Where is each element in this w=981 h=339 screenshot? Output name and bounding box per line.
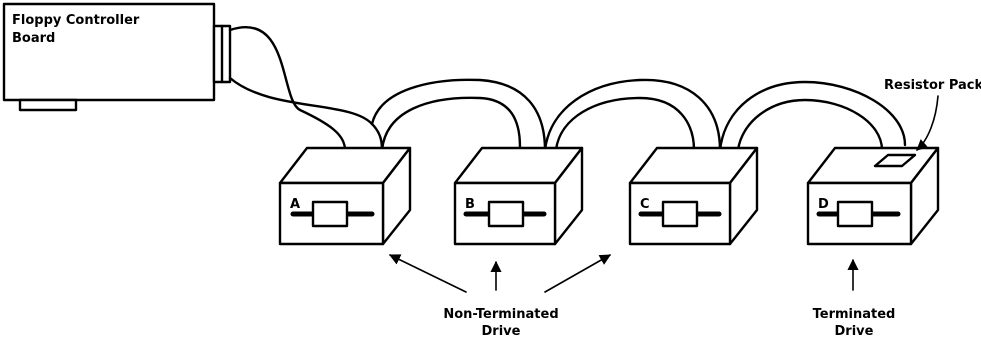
terminated-label-line1: Terminated xyxy=(813,307,896,322)
drive-d: D xyxy=(806,146,940,246)
resistor-pack-label: Resistor Pack xyxy=(884,78,981,93)
non-terminated-label-line1: Non-Terminated xyxy=(443,307,558,322)
drive-d-letter: D xyxy=(818,197,829,212)
drive-b-letter: B xyxy=(465,197,475,212)
controller-label-line1: Floppy Controller xyxy=(12,13,140,28)
non-terminated-label-line2: Drive xyxy=(482,324,521,339)
drive-b: B xyxy=(453,146,584,246)
drive-c: C xyxy=(628,146,759,246)
non-terminated-arrows xyxy=(388,254,611,293)
resistor-pack xyxy=(873,153,917,168)
drive-a: A xyxy=(278,146,412,246)
ribbon-cable xyxy=(228,26,907,152)
drive-a-letter: A xyxy=(290,197,300,212)
controller-label-line2: Board xyxy=(12,31,55,46)
floppy-controller-board: Floppy Controller Board xyxy=(2,2,232,112)
drive-c-letter: C xyxy=(640,197,650,212)
terminated-label-line2: Drive xyxy=(835,324,874,339)
